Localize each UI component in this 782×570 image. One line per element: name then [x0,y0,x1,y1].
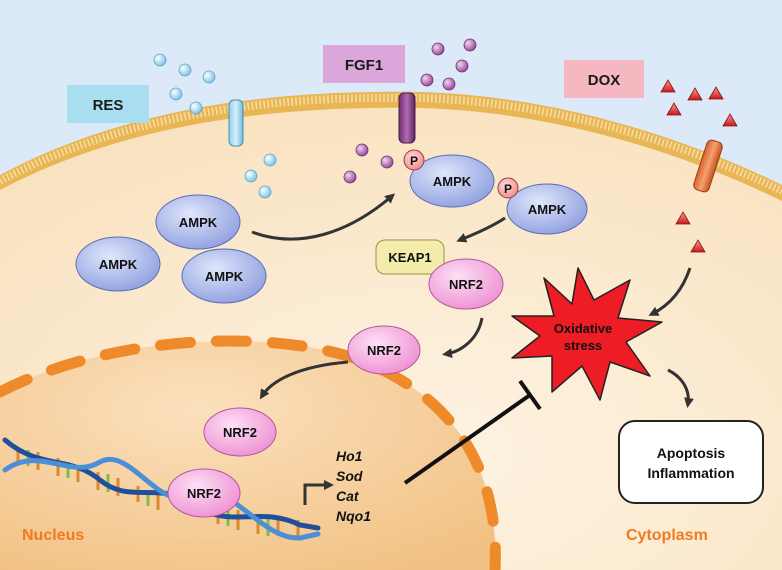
arrow-phospho-to-keap1 [456,216,506,243]
arrow-nrf2-to-nucleus [259,360,349,400]
nrf2-ellipse-3: NRF2 [203,407,277,457]
keap1-label: KEAP1 [388,250,431,265]
inhibition-bar [403,379,542,485]
stress-label-line2: stress [564,338,602,353]
fgf1-receptor [398,92,416,144]
fgf1-label-box: FGF1 [323,45,405,83]
res-label: RES [93,97,124,114]
gene-cat: Cat [336,488,360,504]
res-receptor [228,99,244,147]
gene-ho1: Ho1 [336,448,363,464]
dox-label: DOX [588,72,621,89]
outcome-label-line2: Inflammation [647,465,734,481]
keap1-box [375,239,445,275]
stress-label-line1: Oxidative [554,321,613,336]
cytoplasm-label: Cytoplasm [626,527,708,544]
phosphate-badge-2 [497,177,519,199]
dox-label-box: DOX [564,60,644,98]
nucleus-label: Nucleus [22,527,84,544]
nrf2-label-4: NRF2 [187,486,221,501]
keap1-nrf2-complex: KEAP1 NRF2 [375,239,504,310]
phospho-ampk-2: AMPK P [497,177,588,235]
ampk-label-2: AMPK [99,257,138,272]
phospho-ampk-label-2: AMPK [528,202,567,217]
outcome-label-line1: Apoptosis [657,445,726,461]
dna-strand-2 [2,457,321,541]
gene-sod: Sod [336,468,363,484]
ampk-label-1: AMPK [179,215,218,230]
membrane-striation [0,93,782,195]
res-molecules [153,53,277,199]
nrf2-ellipse-4: NRF2 [167,468,241,518]
phospho-ampk-1: AMPK P [403,149,495,208]
pathway-arrows [251,193,694,505]
fgf1-label: FGF1 [345,57,383,74]
arrow-nrf2-release [442,317,484,359]
ampk-ellipse-3: AMPK [181,248,267,304]
arrow-dox-to-stress [648,267,692,316]
ampk-ellipse-1: AMPK [155,194,241,250]
nrf2-label-1: NRF2 [449,277,483,292]
ampk-label-3: AMPK [205,269,244,284]
dna-helix [2,437,321,541]
res-label-box: RES [67,85,149,123]
arrow-ampk-to-phospho [251,193,396,241]
outcome-box: Apoptosis Inflammation [618,420,764,504]
nrf2-ellipse-2: NRF2 [347,325,421,375]
oxidative-stress-star: Oxidative stress [511,267,663,401]
phosphate-label-2: P [504,182,512,196]
nrf2-label-3: NRF2 [223,425,257,440]
phosphate-badge-1 [403,149,425,171]
arrow-transcription [303,480,334,505]
phosphate-label-1: P [410,154,418,168]
nrf2-label-2: NRF2 [367,343,401,358]
dox-transporter [693,139,723,193]
fgf1-molecules [343,38,477,184]
phospho-ampk-label-1: AMPK [433,174,472,189]
ampk-ellipse-2: AMPK [75,236,161,292]
gene-nqo1: Nqo1 [336,508,371,524]
arrow-stress-to-outcome [667,368,694,408]
target-genes: Ho1 Sod Cat Nqo1 [336,448,371,524]
dox-molecules [660,79,738,253]
